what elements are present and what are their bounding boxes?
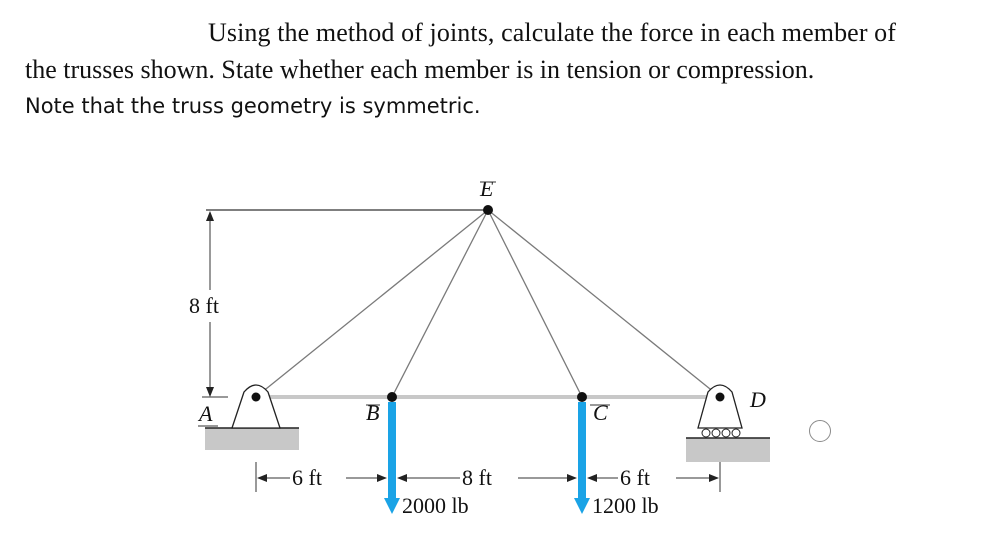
member-BE [391, 209, 489, 398]
load-arrow-C [574, 402, 590, 514]
problem-statement-line-1: Using the method of joints, calculate th… [208, 18, 897, 47]
joint-C [577, 392, 587, 402]
truss-members [255, 209, 721, 399]
joint-label-A: A [197, 401, 213, 426]
load-arrow-B [384, 402, 400, 514]
roller-wheels [701, 428, 741, 438]
roller-support-icon [697, 384, 743, 429]
joint-E [483, 205, 493, 215]
joint-label-B: B [366, 400, 379, 425]
answer-radio-button[interactable] [809, 420, 831, 442]
dim-AB-label: 6 ft [292, 465, 322, 490]
dim-BC-label: 8 ft [462, 465, 492, 490]
member-DE [487, 209, 721, 398]
problem-statement-line-2: the trusses shown. State whether each me… [25, 55, 815, 84]
joint-label-E: E [479, 176, 494, 201]
symmetry-note: Note that the truss geometry is symmetri… [25, 94, 481, 118]
height-dimension-label: 8 ft [189, 293, 219, 318]
load-label-C: 1200 lb [592, 493, 659, 518]
dim-CD-label: 6 ft [620, 465, 650, 490]
joint-B [387, 392, 397, 402]
joint-label-D: D [749, 387, 766, 412]
pin-support-icon [231, 384, 281, 429]
member-CE [487, 209, 583, 398]
ground-A [205, 428, 299, 450]
load-label-B: 2000 lb [402, 493, 469, 518]
member-AE [255, 209, 489, 398]
ground-D [686, 438, 770, 462]
joint-label-C: C [593, 400, 608, 425]
